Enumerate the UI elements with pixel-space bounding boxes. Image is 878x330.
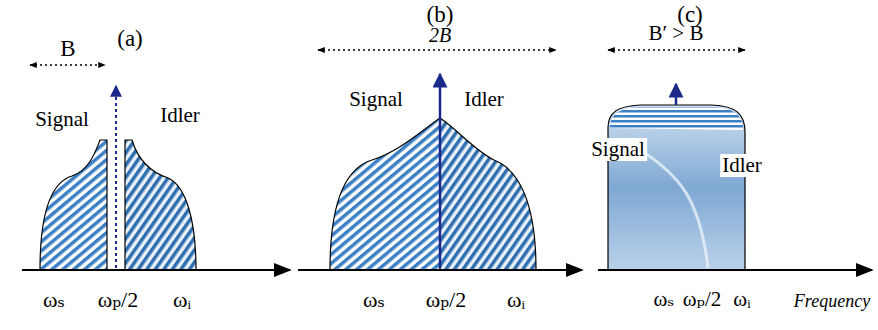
frequency-label: ωᵢ [507, 288, 525, 312]
spectrum-label: Signal [589, 138, 647, 161]
bandwidth-label: B [60, 36, 75, 61]
spectrum-label: Signal [347, 88, 405, 111]
frequency-label: ωₛ [363, 288, 385, 312]
frequency-label: ωᵢ [173, 288, 191, 312]
spectrum-label: Signal [35, 108, 89, 131]
panel-label: (b) [427, 2, 454, 27]
spectrum-label: Idler [160, 104, 200, 127]
panel-label: (a) [117, 26, 143, 51]
frequency-label: ωₛ [43, 288, 65, 312]
frequency-label: ωₚ/2 [98, 288, 138, 312]
spectrum-label: Idler [462, 88, 506, 111]
spectrum-label: Idler [720, 154, 764, 177]
frequency-label: ωᵢ [733, 288, 750, 311]
frequency-label: ωₚ/2 [683, 288, 722, 311]
axis-label: Frequency [794, 292, 870, 312]
frequency-label: ωₚ/2 [426, 288, 466, 312]
bandwidth-label: B′ > B [649, 22, 704, 45]
bandwidth-label: 2B [429, 24, 451, 46]
frequency-label: ωₛ [654, 288, 675, 311]
